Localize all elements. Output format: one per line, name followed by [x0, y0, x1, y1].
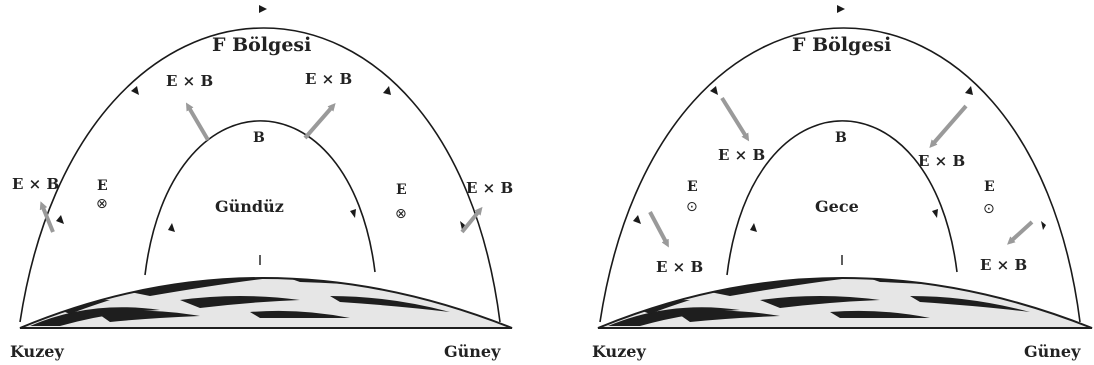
b-label-night: B: [835, 131, 847, 145]
center-label-night: Gece: [815, 199, 859, 215]
e-label-left-day: E: [97, 179, 108, 193]
exb-arrow-lower-left: [650, 212, 667, 244]
b-label-day: B: [253, 131, 265, 145]
exb-arrow-upper-right: [305, 106, 333, 138]
exb-arrow-lower-left: [42, 205, 53, 232]
exb-label-upper-right-day: E × B: [305, 72, 352, 87]
e-out-of-page-icon-left-night: ⊙: [686, 200, 698, 214]
e-label-left-night: E: [687, 180, 698, 194]
earth-day: [20, 260, 512, 328]
north-label-night: Kuzey: [592, 344, 646, 360]
north-label-day: Kuzey: [10, 344, 64, 360]
exb-arrow-lower-right: [1010, 222, 1032, 242]
e-label-right-day: E: [396, 183, 407, 197]
exb-label-lower-left-day: E × B: [12, 177, 59, 192]
exb-label-upper-right-night: E × B: [918, 154, 965, 169]
exb-arrows-night: [650, 98, 1032, 244]
exb-label-lower-right-night: E × B: [980, 258, 1027, 273]
south-label-night: Güney: [1024, 344, 1080, 360]
e-into-page-icon-right-day: ⊗: [395, 207, 407, 221]
e-label-right-night: E: [984, 180, 995, 194]
south-label-day: Güney: [444, 344, 500, 360]
exb-label-upper-left-night: E × B: [718, 148, 765, 163]
exb-arrow-upper-left: [188, 106, 208, 140]
center-label-day: Gündüz: [215, 199, 284, 215]
exb-label-lower-left-night: E × B: [656, 260, 703, 275]
exb-label-lower-right-day: E × B: [466, 181, 513, 196]
region-label-night: F Bölgesi: [792, 36, 891, 55]
exb-arrow-upper-left: [722, 98, 747, 138]
exb-label-upper-left-day: E × B: [166, 74, 213, 89]
exb-arrow-upper-right: [932, 106, 966, 145]
e-out-of-page-icon-right-night: ⊙: [983, 202, 995, 216]
region-label-day: F Bölgesi: [212, 36, 311, 55]
e-into-page-icon-left-day: ⊗: [96, 197, 108, 211]
